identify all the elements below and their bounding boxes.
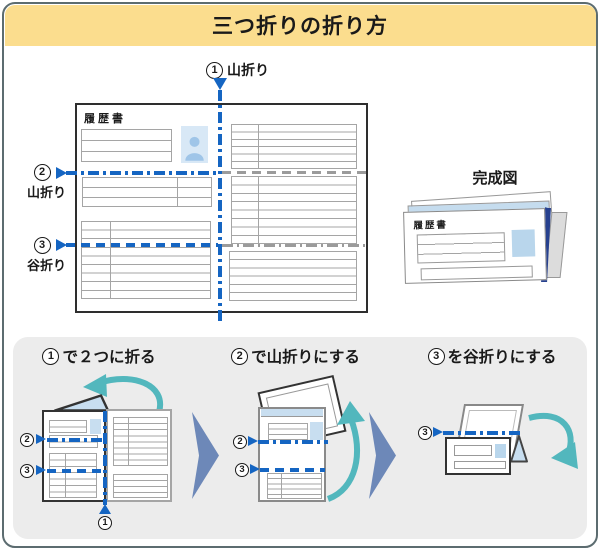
step1-fold1-badge: 1: [98, 516, 112, 530]
step1-title: 1 で２つに折る: [29, 345, 169, 367]
step3-fold3-line: [443, 431, 523, 435]
step1-right-page: [106, 409, 172, 502]
step2-fold3-arrow-icon: [250, 464, 260, 474]
step3-title-text: を谷折りにする: [447, 349, 557, 366]
fold1-number-badge: 1: [206, 61, 223, 79]
step1-fold3-line: [47, 469, 104, 473]
fold2-label-text: 山折り: [27, 185, 67, 200]
address-table: [82, 177, 212, 207]
step2-fold2-line: [258, 440, 328, 444]
step1-fold3-arrow-icon: [36, 465, 46, 475]
fold3-label-text: 谷折り: [27, 258, 67, 273]
step3-folded-corner-flap: [510, 435, 528, 463]
page-title: 三つ折りの折り方: [212, 15, 388, 38]
fold2-line-continuation: [222, 171, 368, 174]
completed-photo-placeholder: [511, 229, 536, 258]
completed-figure-caption: 完成図: [472, 170, 518, 187]
step3-number-badge: 3: [427, 347, 445, 365]
photo-placeholder: [181, 126, 208, 163]
fold1-line-vertical: [218, 90, 222, 322]
steps-panel: 1 で２つに折る 2 で山折りにする 3 を谷折りにする: [13, 337, 587, 539]
notes-table-right-bottom: [229, 251, 357, 301]
step2-number-badge: 2: [231, 347, 249, 365]
history-table-right-middle: [231, 176, 357, 244]
history-table-right-top: [231, 124, 357, 169]
step2-photo-placeholder: [310, 422, 323, 440]
completed-bottom-row: [420, 265, 533, 281]
step1-curved-fold-arrow-icon: [83, 374, 164, 413]
fold1-label-text: 山折り: [227, 62, 269, 78]
completed-name-fields: [416, 232, 506, 264]
fold2-line: [66, 171, 218, 175]
title-bar: 三つ折りの折り方: [4, 4, 596, 46]
next-step-arrow-icon: [192, 412, 219, 499]
step1-photo-placeholder: [90, 419, 101, 434]
step2-front-page: [258, 407, 326, 502]
step1-number-badge: 1: [42, 347, 60, 365]
fold3-line: [66, 243, 218, 247]
completed-front-card: 履歴書: [403, 208, 547, 284]
step1-fold2-arrow-icon: [36, 434, 46, 444]
step3-photo-placeholder: [495, 444, 506, 458]
fold3-arrow-right-icon: [56, 239, 67, 251]
fold1-arrow-down-icon: [213, 78, 227, 90]
fold3-line-continuation: [222, 244, 368, 247]
fold3-number-badge: 3: [33, 237, 51, 254]
step1-fold2-badge: 2: [20, 433, 34, 447]
step1-fold3-badge: 3: [20, 464, 34, 478]
step2-fold2-badge: 2: [233, 435, 247, 449]
fold3-label: 3: [30, 235, 54, 254]
history-table-left: [81, 221, 211, 299]
step1-fold2-line: [47, 438, 104, 442]
step3-fold3-arrow-icon: [433, 427, 443, 437]
step2-fold3-badge: 3: [235, 463, 249, 477]
resume-title: 履歴書: [84, 113, 126, 125]
step1-left-page: [42, 410, 106, 502]
photo-person-icon: [185, 136, 204, 161]
fold2-number-badge: 2: [33, 164, 51, 181]
fold2-label: 2: [30, 162, 54, 181]
step2-fold3-line: [260, 468, 325, 472]
completed-resume-title: 履歴書: [413, 219, 449, 232]
step2-fold2-arrow-icon: [248, 436, 258, 446]
step2-title: 2 で山折りにする: [218, 345, 373, 367]
step3-curved-fold-arrow-icon: [528, 413, 578, 469]
step2-curved-fold-arrow-icon: [326, 401, 365, 502]
step1-title-text: で２つに折る: [62, 349, 156, 366]
step3-fold3-badge: 3: [418, 426, 432, 440]
step1-fold1-arrow-up-icon: [99, 504, 111, 514]
name-fields-table: [81, 129, 172, 162]
step1-fold1-line: [103, 411, 107, 505]
step3-front-card: [445, 437, 511, 475]
next-step-arrow-icon: [369, 412, 396, 499]
step2-title-text: で山折りにする: [251, 349, 360, 366]
fold1-label: 1 山折り: [206, 60, 269, 80]
step3-title: 3 を谷折りにする: [417, 345, 567, 367]
fold2-arrow-right-icon: [56, 167, 67, 179]
